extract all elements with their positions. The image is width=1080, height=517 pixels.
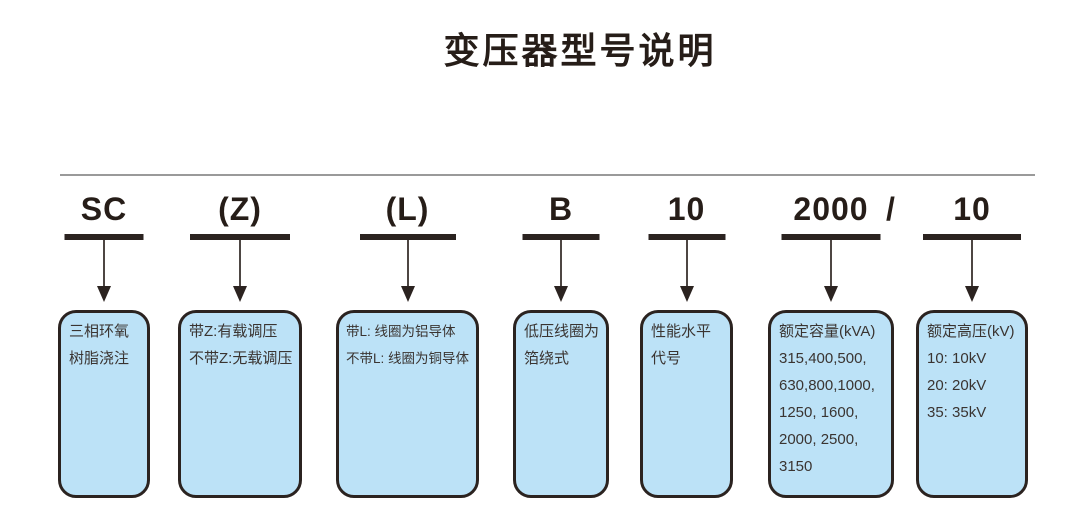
arrow-line bbox=[830, 240, 832, 287]
description-box: 额定高压(kV) 10: 10kV 20: 20kV 35: 35kV bbox=[916, 310, 1028, 498]
arrow-line bbox=[560, 240, 562, 287]
arrow-line bbox=[239, 240, 241, 287]
down-arrow-icon bbox=[679, 286, 694, 302]
down-arrow-icon bbox=[97, 286, 111, 302]
diagram-title: 变压器型号说明 bbox=[443, 30, 717, 71]
down-arrow-icon bbox=[554, 286, 568, 302]
code-underline bbox=[190, 234, 290, 240]
description-text: 带L: 线圈为铝导体 不带L: 线圈为铜导体 bbox=[346, 324, 470, 366]
description-text: 性能水平 代号 bbox=[651, 323, 712, 367]
code-label: (L) bbox=[385, 191, 430, 227]
top-rule-line bbox=[60, 174, 1035, 176]
code-underline bbox=[522, 234, 600, 240]
description-text: 额定高压(kV) 10: 10kV 20: 20kV 35: 35kV bbox=[927, 323, 1015, 421]
description-box: 带Z:有载调压 不带Z:无载调压 bbox=[178, 310, 302, 498]
down-arrow-icon bbox=[965, 286, 979, 302]
code-underline bbox=[359, 234, 456, 240]
code-underline bbox=[648, 234, 725, 240]
description-box: 低压线圈为 箔绕式 bbox=[513, 310, 609, 498]
arrow-line bbox=[685, 240, 688, 287]
description-box: 带L: 线圈为铝导体 不带L: 线圈为铜导体 bbox=[336, 310, 479, 498]
down-arrow-icon bbox=[233, 286, 247, 302]
arrow-line bbox=[971, 240, 973, 287]
code-label: SC bbox=[80, 191, 128, 227]
code-label: 10 bbox=[953, 191, 991, 227]
down-arrow-icon bbox=[824, 286, 838, 302]
code-underline bbox=[64, 234, 144, 240]
arrow-line bbox=[103, 240, 105, 287]
code-underline bbox=[781, 234, 881, 240]
description-box: 额定容量(kVA) 315,400,500, 630,800,1000, 125… bbox=[768, 310, 894, 498]
code-label: 2000 bbox=[793, 191, 869, 227]
slash-separator: / bbox=[886, 191, 895, 227]
arrow-line bbox=[406, 240, 409, 287]
description-text: 低压线圈为 箔绕式 bbox=[524, 323, 600, 367]
description-text: 额定容量(kVA) 315,400,500, 630,800,1000, 125… bbox=[779, 323, 876, 475]
description-text: 三相环氧 树脂浇注 bbox=[69, 323, 130, 367]
description-box: 性能水平 代号 bbox=[640, 310, 733, 498]
description-text: 带Z:有载调压 不带Z:无载调压 bbox=[189, 323, 293, 367]
down-arrow-icon bbox=[400, 286, 415, 302]
code-underline bbox=[923, 234, 1021, 240]
code-label: (Z) bbox=[218, 191, 262, 227]
code-label: 10 bbox=[667, 191, 706, 227]
description-box: 三相环氧 树脂浇注 bbox=[58, 310, 150, 498]
code-label: B bbox=[548, 191, 574, 227]
